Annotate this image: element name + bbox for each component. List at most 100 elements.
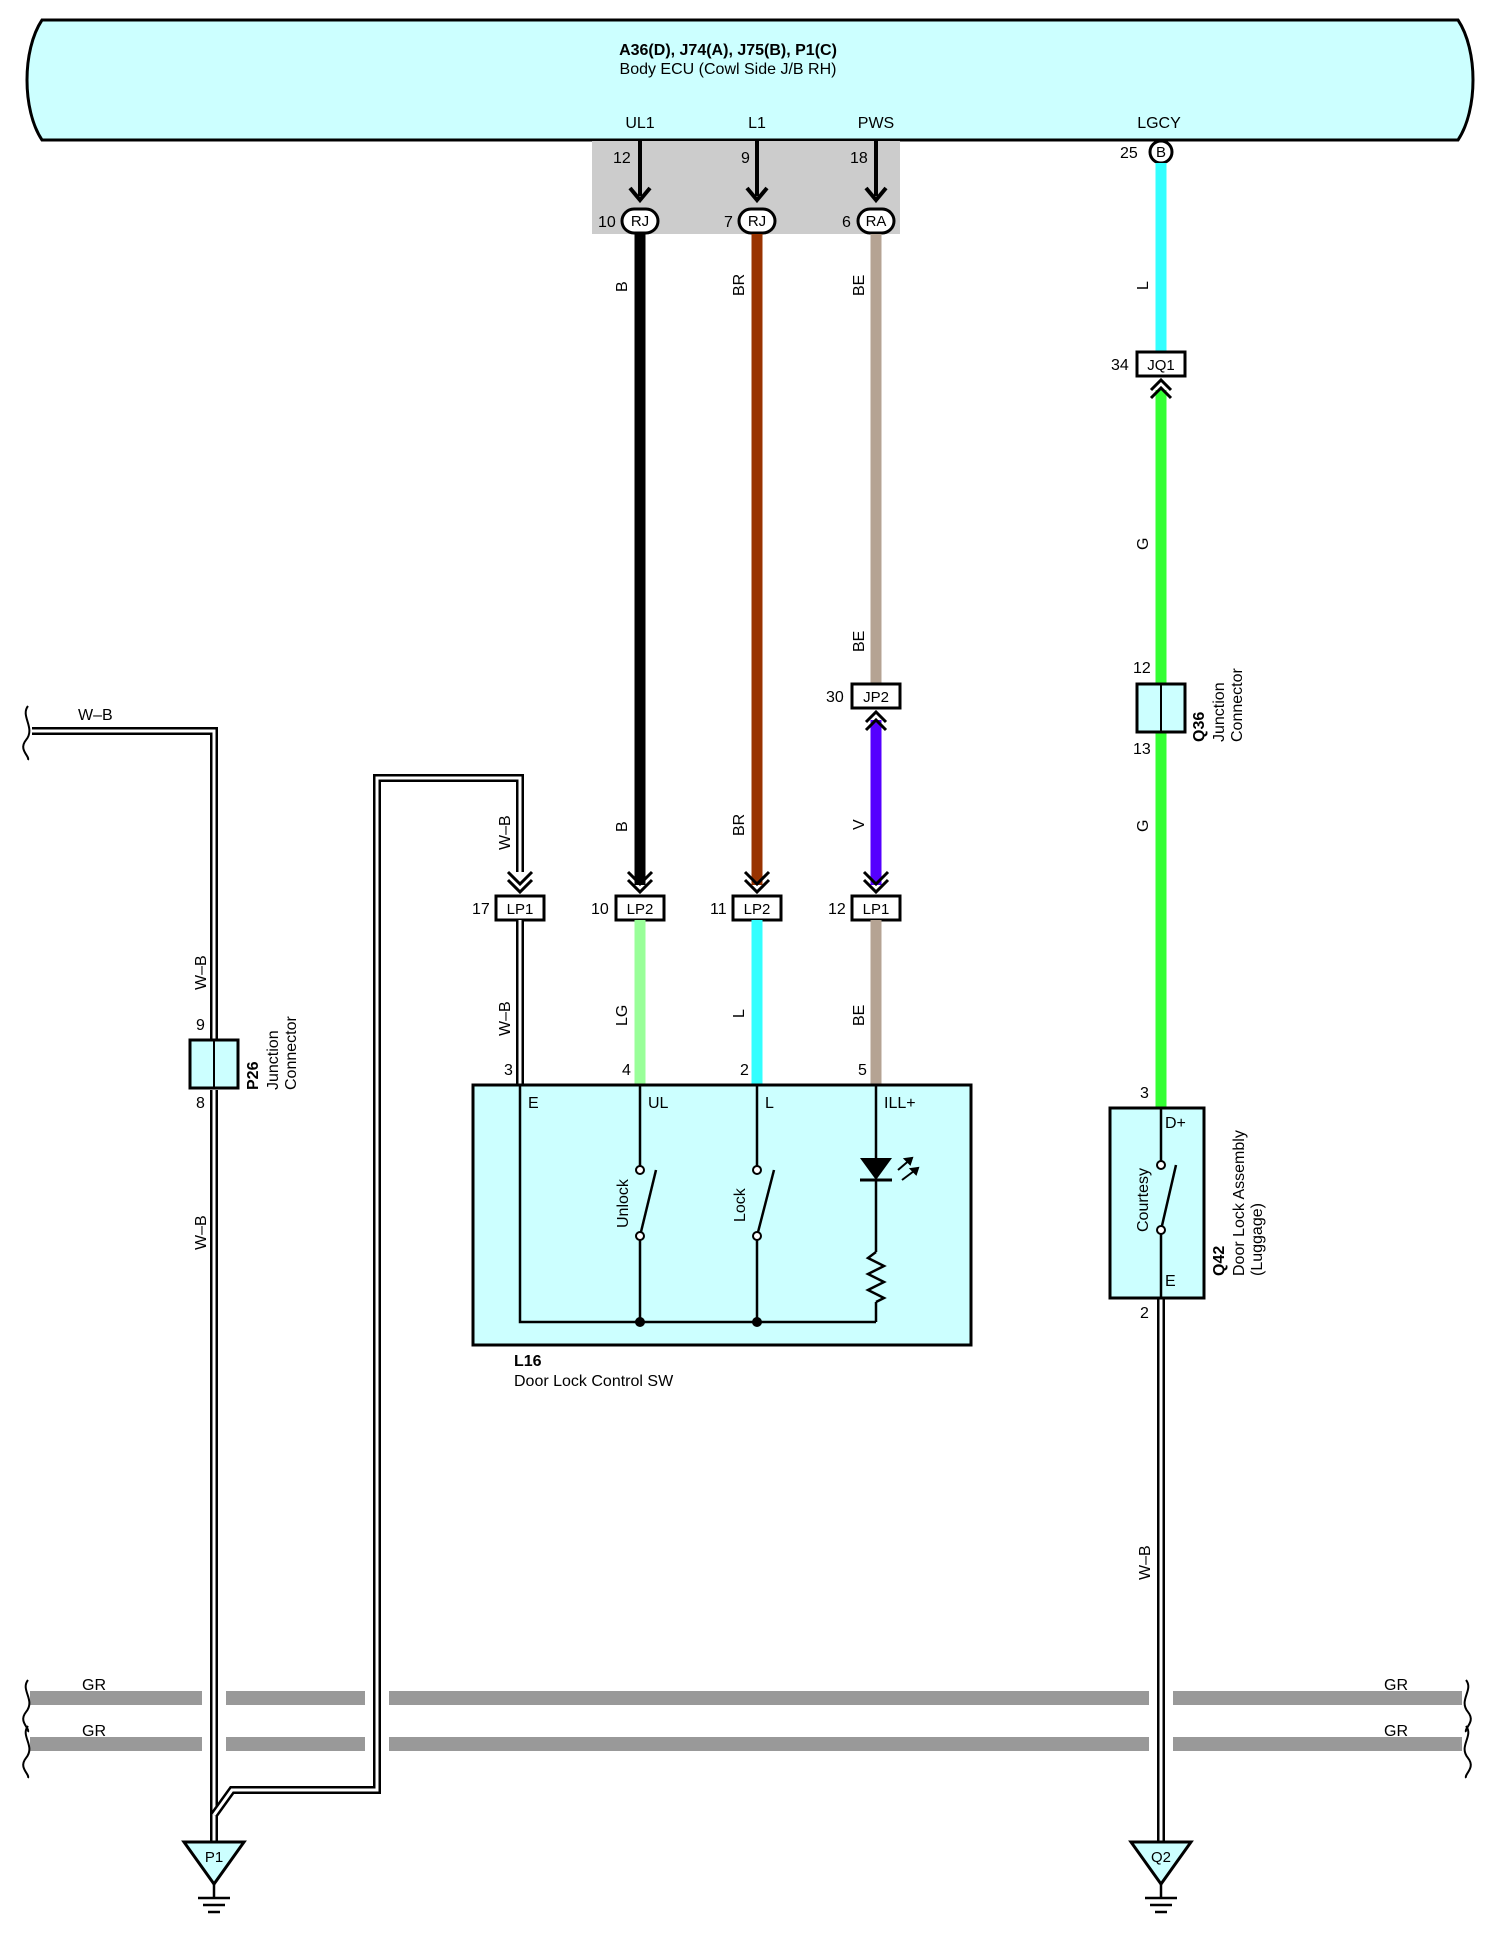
svg-text:17: 17 — [472, 901, 490, 918]
svg-text:GR: GR — [1384, 1677, 1408, 1694]
svg-text:P1: P1 — [205, 1849, 223, 1866]
gr-bus: GR GR GR GR — [22, 1677, 1472, 1779]
svg-text:LP2: LP2 — [744, 901, 771, 918]
svg-text:34: 34 — [1111, 357, 1129, 374]
junction-rj-2: RJ — [748, 213, 766, 230]
ecu-connectors: A36(D), J74(A), J75(B), P1(C) — [619, 42, 837, 59]
svg-text:L: L — [765, 1095, 774, 1112]
junction-num-6: 6 — [842, 214, 851, 231]
ecu-pin-l1: L1 — [748, 115, 766, 132]
svg-text:BE: BE — [851, 631, 868, 652]
svg-text:LP1: LP1 — [507, 901, 534, 918]
svg-text:11: 11 — [710, 901, 727, 918]
junction-q36: 12 13 Q36 Junction Connector — [1133, 660, 1246, 758]
svg-text:G: G — [1135, 820, 1152, 832]
l16-box — [471, 1083, 973, 1347]
q42-box — [1108, 1106, 1206, 1300]
ecu-pin-num-12: 12 — [613, 150, 631, 167]
ecu-pin-pws: PWS — [858, 115, 894, 132]
ecu-pin-ul1: UL1 — [625, 115, 654, 132]
svg-text:GR: GR — [82, 1723, 106, 1740]
wb-crossings — [202, 1686, 1173, 1756]
ecu-pin-num-18: 18 — [850, 150, 868, 167]
svg-text:B: B — [614, 821, 631, 832]
svg-text:LP2: LP2 — [627, 901, 654, 918]
break-mark-wb — [22, 705, 31, 761]
svg-text:12: 12 — [1133, 660, 1151, 677]
svg-text:L: L — [1135, 281, 1152, 290]
ecu-name: Body ECU (Cowl Side J/B RH) — [620, 61, 837, 78]
ecu-pin-num-9: 9 — [741, 150, 750, 167]
svg-text:LG: LG — [614, 1005, 631, 1026]
l16-id: L16 — [514, 1353, 542, 1370]
svg-text:BR: BR — [731, 274, 748, 296]
ground-q2: Q2 — [1128, 1840, 1194, 1914]
svg-text:10: 10 — [591, 901, 609, 918]
svg-text:E: E — [528, 1095, 539, 1112]
svg-text:3: 3 — [1140, 1085, 1149, 1102]
svg-text:W–B: W–B — [497, 1001, 514, 1036]
svg-text:G: G — [1135, 538, 1152, 550]
svg-text:9: 9 — [196, 1017, 205, 1034]
wire-labels-lower: LG L BE — [614, 1005, 868, 1026]
ecu-pin-num-25: 25 — [1120, 145, 1138, 162]
svg-text:BE: BE — [851, 275, 868, 296]
led-icon — [860, 1158, 892, 1180]
svg-text:W–B: W–B — [1137, 1545, 1154, 1580]
svg-text:JQ1: JQ1 — [1147, 357, 1175, 374]
svg-text:Q2: Q2 — [1151, 1849, 1171, 1866]
svg-text:Courtesy: Courtesy — [1135, 1168, 1152, 1232]
svg-text:(Luggage): (Luggage) — [1249, 1203, 1266, 1276]
svg-text:12: 12 — [828, 901, 846, 918]
svg-text:4: 4 — [622, 1062, 631, 1079]
svg-text:Q36: Q36 — [1191, 712, 1208, 742]
svg-text:V: V — [851, 819, 868, 830]
svg-text:Q42: Q42 — [1211, 1246, 1228, 1276]
q42-assembly: 3 2 D+ E Courtesy Q42 Door Lock Assembly… — [1108, 1085, 1266, 1322]
svg-text:2: 2 — [1140, 1305, 1149, 1322]
svg-text:Lock: Lock — [732, 1187, 749, 1222]
svg-text:W–B: W–B — [497, 815, 514, 850]
svg-text:Connector: Connector — [1229, 668, 1246, 742]
junction-ovals: RJ RJ RA 10 7 6 — [598, 207, 896, 235]
svg-text:E: E — [1165, 1273, 1176, 1290]
svg-text:Connector: Connector — [283, 1016, 300, 1090]
svg-text:GR: GR — [82, 1677, 106, 1694]
svg-text:Unlock: Unlock — [615, 1178, 632, 1228]
wire-wb-left — [32, 727, 218, 1842]
svg-text:13: 13 — [1133, 741, 1151, 758]
ecu-stubs — [628, 141, 888, 204]
ecu-pin-lgcy: LGCY — [1137, 115, 1181, 132]
svg-text:D+: D+ — [1165, 1115, 1186, 1132]
svg-text:8: 8 — [196, 1095, 205, 1112]
svg-text:W–B: W–B — [78, 707, 113, 724]
svg-text:W–B: W–B — [193, 1215, 210, 1250]
connector-jp2: JP2 30 — [826, 682, 902, 732]
junction-num-7: 7 — [724, 214, 733, 231]
connector-jq1: JQ1 34 — [1111, 350, 1187, 400]
junction-p26: 9 8 P26 Junction Connector — [188, 1016, 300, 1112]
ecu-conn-b-label: B — [1156, 144, 1166, 161]
svg-text:UL: UL — [648, 1095, 669, 1112]
svg-text:Junction: Junction — [1211, 682, 1228, 742]
ground-p1: P1 — [181, 1840, 247, 1914]
ecu-box — [25, 18, 1475, 142]
svg-text:Junction: Junction — [265, 1030, 282, 1090]
junction-num-10: 10 — [598, 214, 616, 231]
lower-inline-connectors: LP1 LP2 LP2 LP1 17 10 11 12 — [472, 870, 902, 922]
svg-text:JP2: JP2 — [863, 689, 889, 706]
junction-ra: RA — [866, 213, 887, 230]
svg-text:Door Lock Assembly: Door Lock Assembly — [1231, 1130, 1248, 1276]
svg-text:P26: P26 — [245, 1061, 262, 1090]
svg-text:5: 5 — [858, 1062, 867, 1079]
svg-text:30: 30 — [826, 689, 844, 706]
svg-text:L: L — [731, 1009, 748, 1018]
junction-rj-1: RJ — [631, 213, 649, 230]
body-ecu: A36(D), J74(A), J75(B), P1(C) Body ECU (… — [25, 18, 1475, 142]
wire-labels-wb: W–B W–B W–B W–B W–B W–B — [78, 707, 1154, 1580]
svg-text:ILL+: ILL+ — [884, 1095, 916, 1112]
l16-name: Door Lock Control SW — [514, 1373, 674, 1390]
svg-text:3: 3 — [504, 1062, 513, 1079]
wire-wb-to-l16 — [210, 774, 524, 1818]
